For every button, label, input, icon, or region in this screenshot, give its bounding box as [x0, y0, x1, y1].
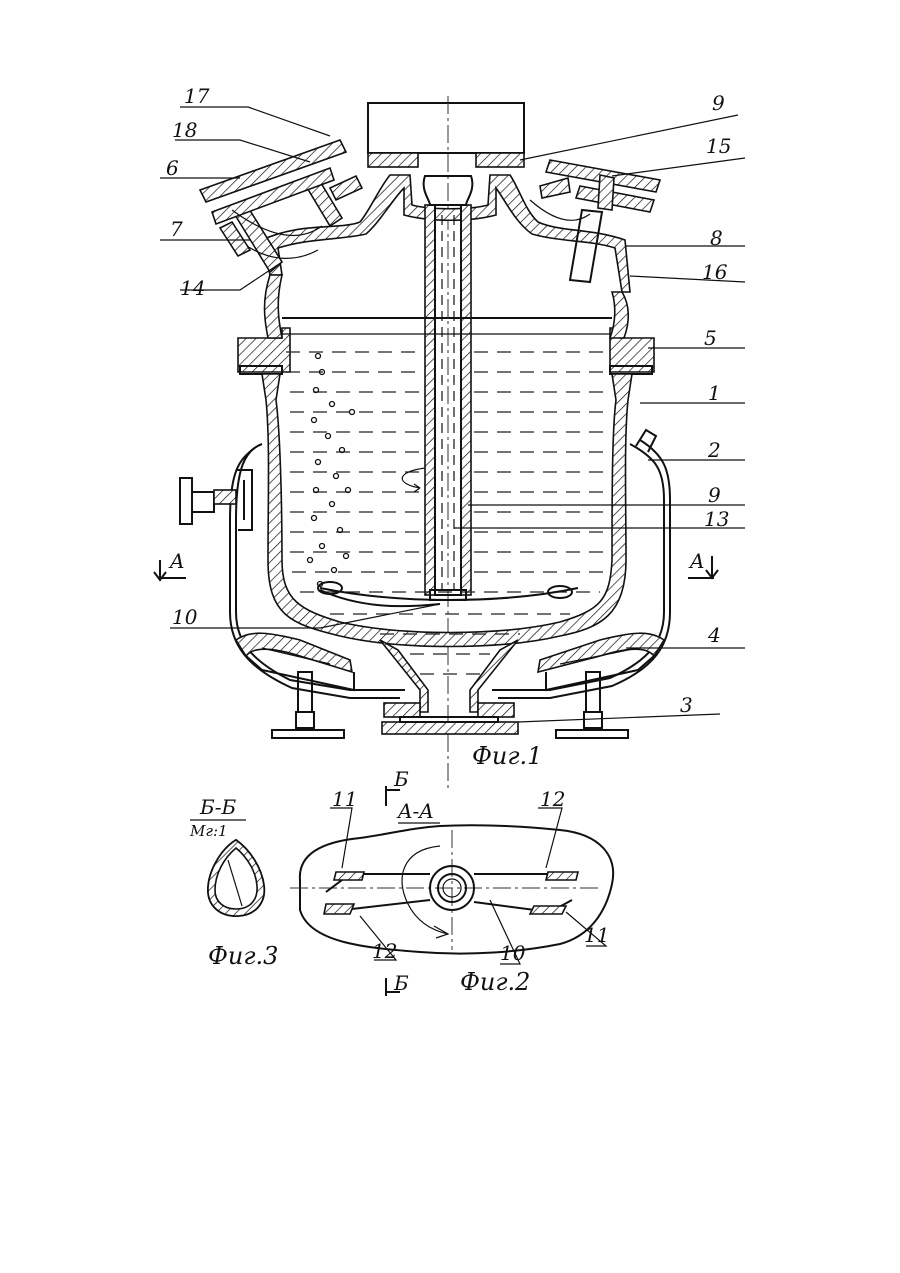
callout-13: 13 — [704, 507, 729, 531]
callout-14: 14 — [180, 276, 205, 300]
callout-6: 6 — [166, 156, 179, 180]
right-nozzle — [530, 160, 660, 282]
callout-7: 7 — [170, 217, 183, 241]
section-a-a-title: A-A — [396, 799, 434, 823]
figure-1-caption: Фиг.1 — [472, 742, 542, 770]
fig2-label-12-top: 12 — [540, 787, 565, 811]
body-flange — [238, 328, 654, 374]
figure-3-caption: Фиг.3 — [208, 942, 278, 970]
section-arrow-left: A — [154, 549, 186, 580]
left-sight-nozzle — [200, 140, 362, 272]
callout-17: 17 — [184, 84, 210, 108]
bottom-cone — [380, 640, 428, 712]
callout-18: 18 — [172, 118, 197, 142]
support-lug-left — [236, 633, 354, 738]
vessel-shell — [262, 374, 632, 647]
section-mark-right: A — [688, 549, 704, 573]
side-valve — [180, 470, 252, 530]
upper-body-wall-right — [610, 292, 628, 338]
figure-1-reactor: A A 17 18 6 7 14 9 15 8 16 5 1 2 9 13 10… — [154, 84, 745, 790]
bottom-outlet-flange — [382, 703, 518, 734]
callout-10: 10 — [172, 605, 198, 629]
callout-9-mid: 9 — [708, 483, 721, 507]
callout-16: 16 — [702, 260, 728, 284]
callout-4: 4 — [707, 623, 721, 647]
cut-mark-top: Б — [393, 767, 409, 791]
section-mark-left: A — [168, 549, 184, 573]
callout-1: 1 — [708, 381, 721, 405]
upper-body-wall-left — [265, 275, 283, 338]
fig3-section-title: Б-Б — [199, 795, 236, 819]
section-arrow-right: A — [688, 549, 718, 578]
callout-2: 2 — [707, 438, 721, 462]
callout-15: 15 — [706, 134, 731, 158]
callout-5: 5 — [704, 326, 717, 350]
cut-mark-bottom: Б — [393, 971, 409, 995]
fig2-label-11-top: 11 — [332, 787, 357, 811]
figure-2-caption: Фиг.2 — [460, 968, 530, 996]
callout-8: 8 — [710, 226, 723, 250]
fig2-label-11-bottom: 11 — [584, 923, 609, 947]
section-outline — [300, 825, 613, 953]
callout-3: 3 — [680, 693, 693, 717]
drive-housing — [368, 103, 524, 167]
figure-3-section: Б-Б Мг:1 Фиг.3 — [189, 795, 278, 970]
fig3-scale: Мг:1 — [189, 822, 228, 840]
callout-9-top: 9 — [712, 91, 725, 115]
figure-2-section: Б A-A 11 12 — [290, 767, 613, 996]
fig2-label-10: 10 — [500, 941, 526, 965]
support-lug-right — [538, 633, 664, 738]
fig2-label-12-bottom: 12 — [372, 939, 397, 963]
